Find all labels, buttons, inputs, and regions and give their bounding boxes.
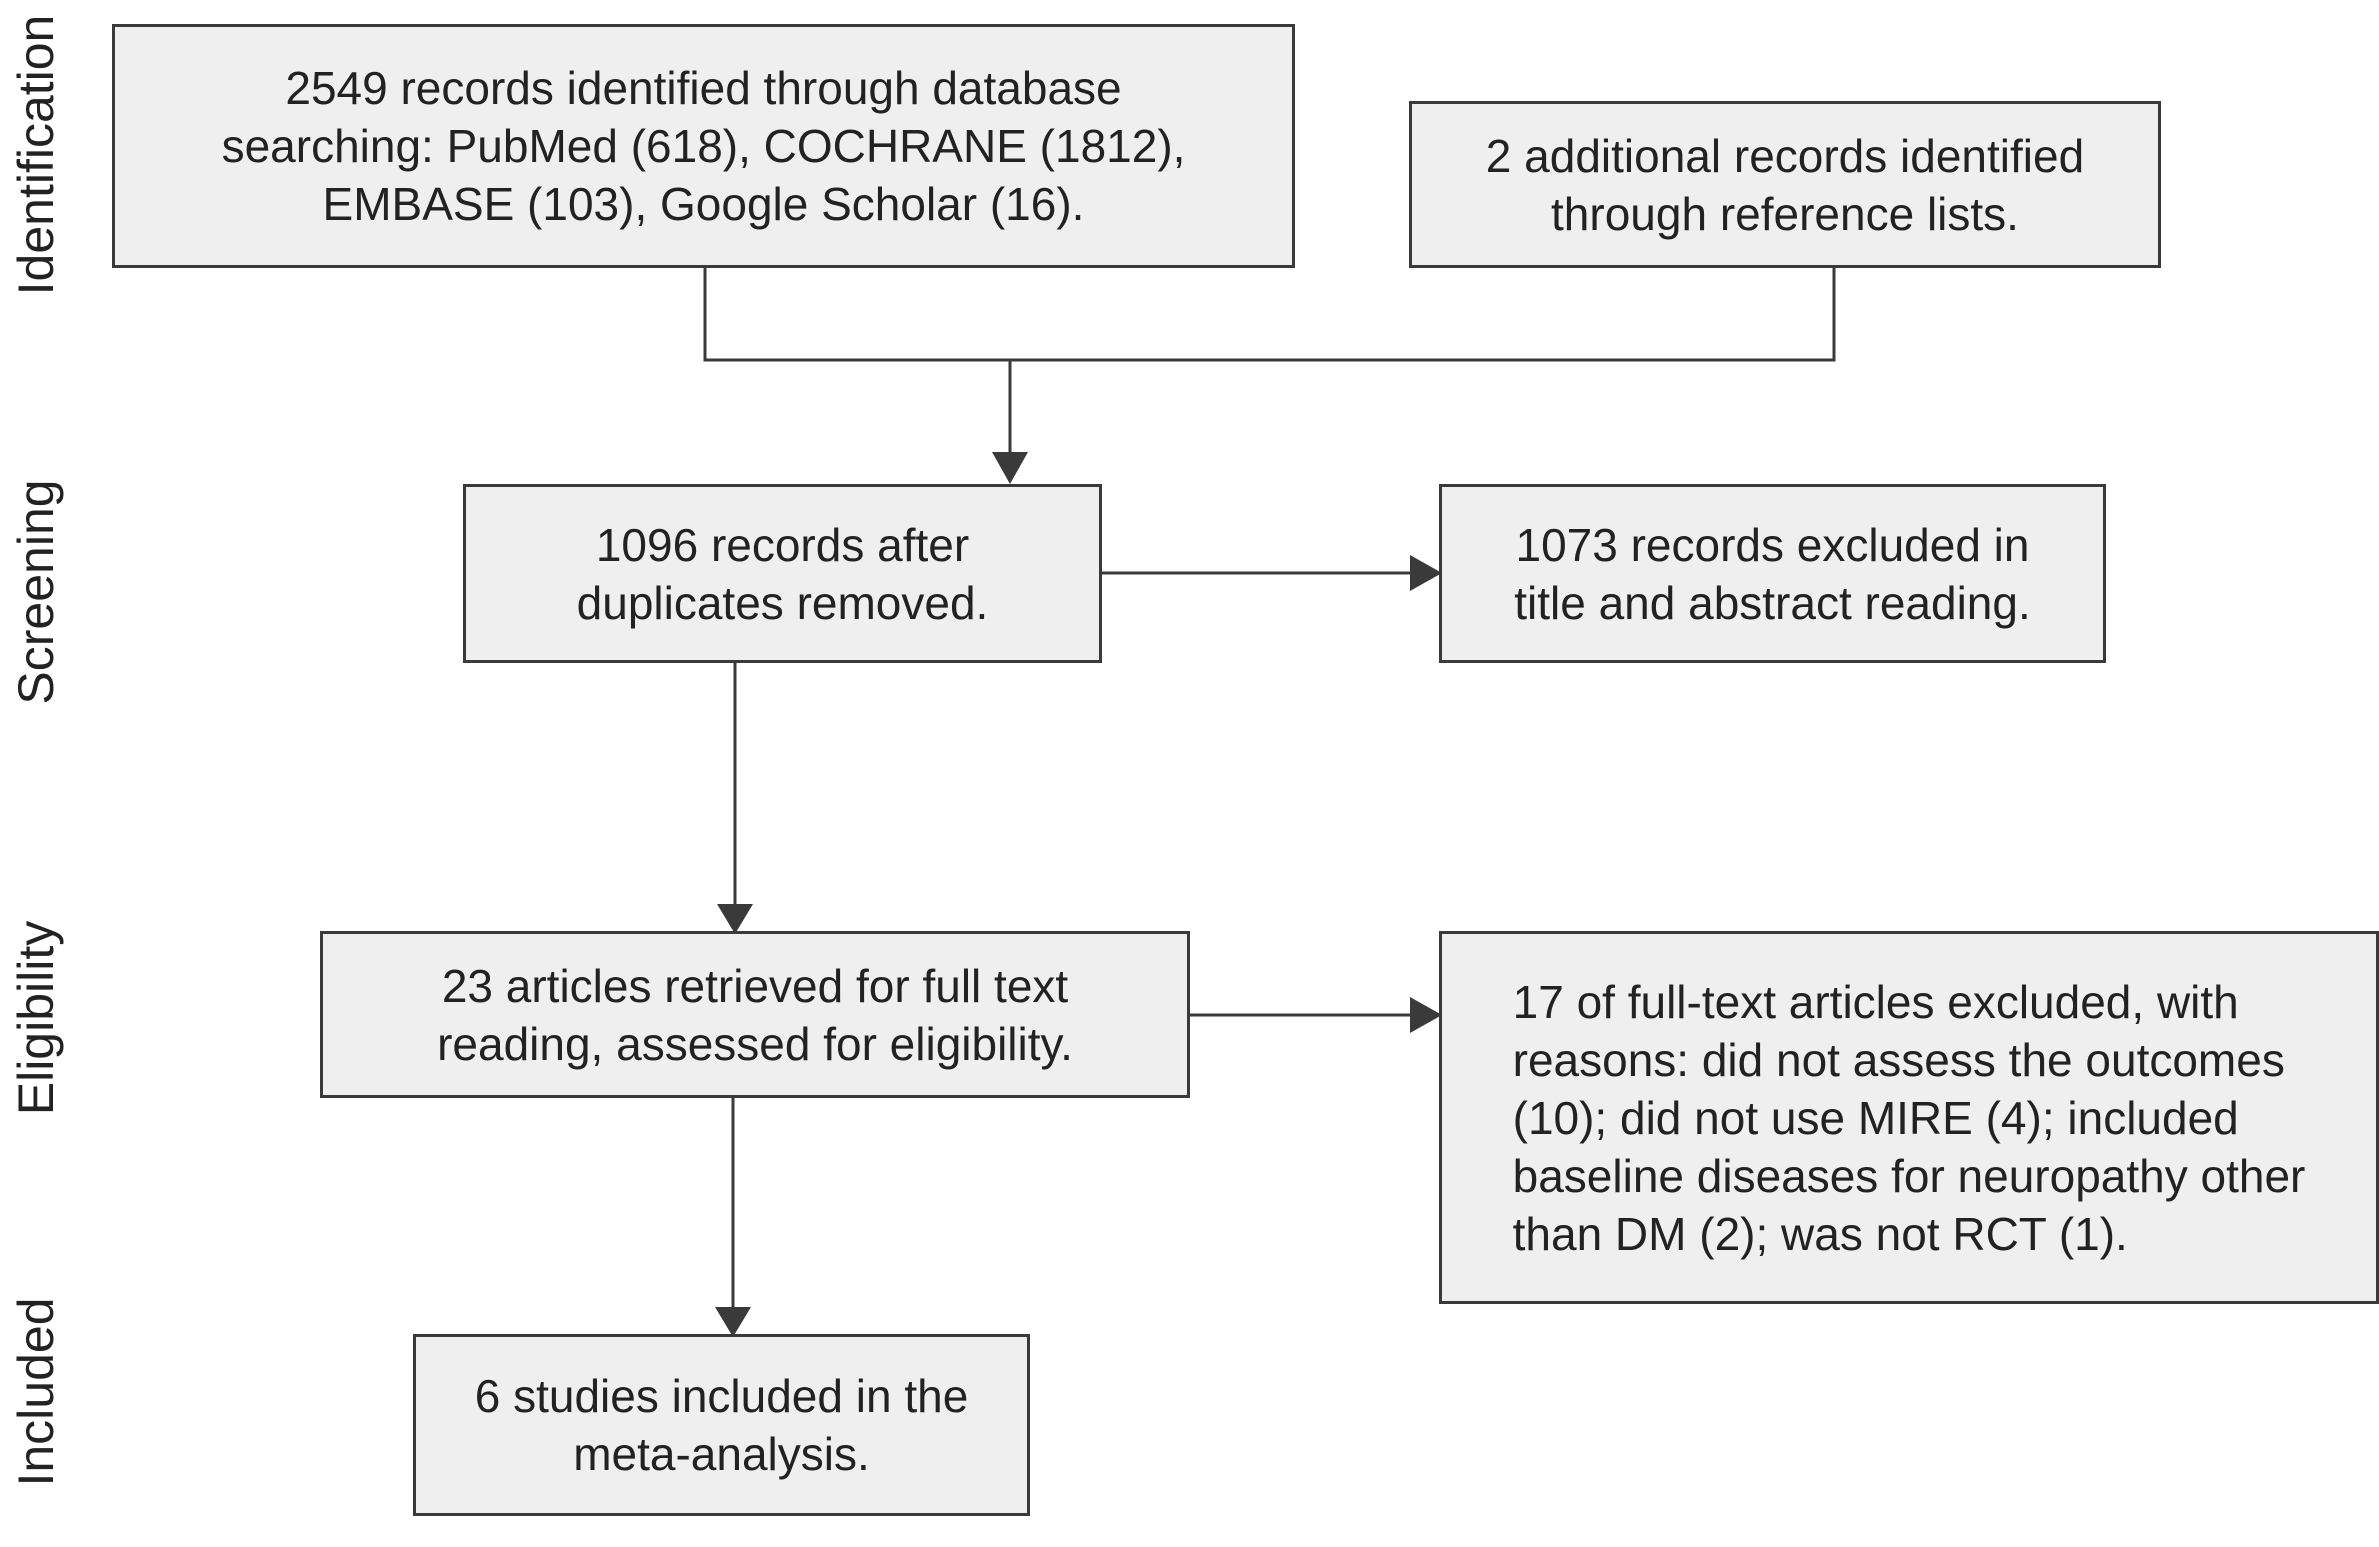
- arrowhead-down-duplicates: [992, 452, 1028, 484]
- after-duplicates-box: 1096 records after duplicates removed.: [463, 484, 1102, 663]
- stage-label-eligibility: Eligibility: [8, 920, 64, 1116]
- arrowhead-right-excluded-fulltext: [1410, 997, 1442, 1033]
- excluded-title-abstract-text: 1073 records excluded in title and abstr…: [1514, 518, 2031, 629]
- arrowhead-right-excluded-title: [1410, 555, 1442, 591]
- after-duplicates-text: 1096 records after duplicates removed.: [576, 518, 989, 629]
- included-studies-text: 6 studies included in the meta-analysis.: [474, 1370, 969, 1480]
- included-studies-box: 6 studies included in the meta-analysis.: [413, 1334, 1030, 1516]
- records-identified-box: 2549 records identified through database…: [112, 24, 1295, 268]
- arrowhead-down-included: [715, 1307, 751, 1337]
- full-text-excluded-box: 17 of full-text articles excluded, with …: [1439, 931, 2379, 1304]
- stage-label-identification: Identification: [8, 14, 64, 296]
- stage-label-included: Included: [8, 1297, 64, 1487]
- excluded-title-abstract-box: 1073 records excluded in title and abstr…: [1439, 484, 2106, 663]
- stage-label-screening: Screening: [8, 479, 64, 705]
- full-text-retrieved-box: 23 articles retrieved for full text read…: [320, 931, 1190, 1098]
- additional-records-box: 2 additional records identified through …: [1409, 101, 2161, 268]
- arrowhead-down-fulltext: [717, 904, 753, 934]
- full-text-retrieved-text: 23 articles retrieved for full text read…: [437, 959, 1073, 1070]
- records-identified-text: 2549 records identified through database…: [221, 62, 1186, 230]
- merge-connector: [703, 268, 1836, 362]
- full-text-excluded-text: 17 of full-text articles excluded, with …: [1512, 975, 2306, 1260]
- additional-records-text: 2 additional records identified through …: [1485, 129, 2085, 240]
